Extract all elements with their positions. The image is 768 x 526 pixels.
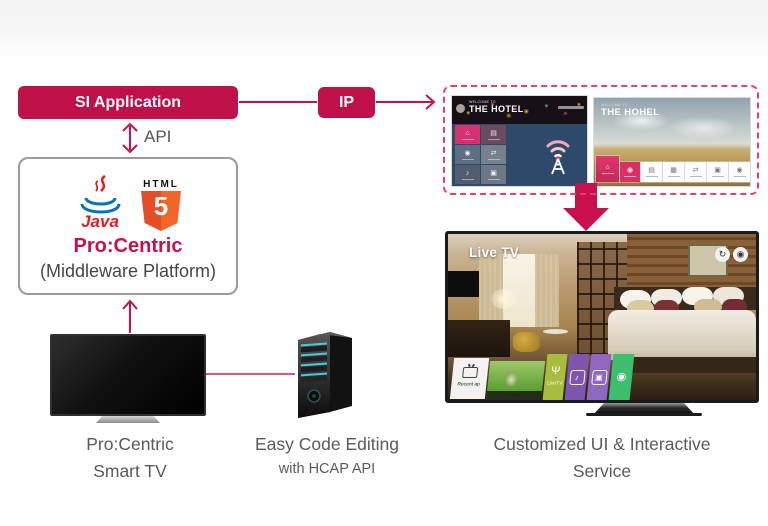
bed-base [614,356,756,374]
middleware-title: Pro:Centric [73,235,183,257]
input-list-icon: ⇄ [692,167,699,174]
arrowhead-up-icon [122,122,138,132]
caption-customized: Customized UI & Interactive Service [452,431,752,485]
wall-tv [448,270,479,298]
photo-video-icon: ▣ [490,169,497,177]
tv-set-icon [462,367,479,378]
arrowhead-down-icon [122,144,138,154]
hdmi-preview-tile: HDMI 1 [485,361,546,400]
menu-tile: ◉ [455,145,480,164]
logo-row: Java HTML 5 [20,169,236,231]
hotel-ui-screen-art: WELCOME TO THE HOHEL ⌂ ◉ ▤ ▦ ⇄ ▣ ◉ [594,98,750,186]
header-info-text [558,106,584,109]
media-icon: ◉ [616,371,627,383]
home-icon: ⌂ [465,129,470,137]
hotel-ui-screen-grid: WELCOME TO THE HOTEL ⌂ ▤ ◉ ⇄ ♪ ▣ [452,96,587,186]
desk [448,320,510,357]
settings-button-icon: ◉ [733,247,748,262]
music-icon: ♪ [574,372,580,382]
java-logo-icon: Java [80,174,121,231]
side-table [543,328,569,334]
caption-line: Pro:Centric [86,434,174,454]
arrowhead-right-icon [425,94,436,110]
arrowhead-up2-icon [122,299,138,310]
menu-tile: ▣ [707,162,728,182]
caption-line: Smart TV [93,461,167,481]
input-icon: ⇄ [490,149,497,157]
hotel-title: THE HOHEL [601,107,660,118]
welcome-text: WELCOME TO [469,100,496,105]
live-tv-badge: Live TV [469,245,520,260]
customized-ui-tv: Live TV ↻ ◉ Recent ap HDMI 1 Ψ LiveTV ♪ … [445,231,759,403]
photo-icon: ▣ [594,372,604,382]
html5-logo-icon: HTML 5 [139,179,183,231]
menu-tile-grid: ⌂ ▤ ◉ ⇄ ♪ ▣ [455,125,506,184]
menu-tile: ▤ [641,162,662,182]
procentric-smart-tv-stand [96,416,160,423]
caption-line: Customized UI & Interactive [493,434,711,454]
menu-tile: ▣ [481,165,506,184]
antenna-icon: Ψ [550,365,561,377]
html5-shield: 5 [141,191,181,231]
menu-tile: ⇄ [685,162,706,182]
music-icon: ♪ [465,169,470,177]
active-menu-tile: ⌂ [596,156,619,182]
tv-guide-icon: ▦ [670,167,677,174]
drive-bays [301,342,327,383]
channel-list-icon: ▤ [648,167,655,174]
bed-duvet [608,310,756,361]
web-browser-icon: ◉ [736,167,743,174]
menu-tile: ♪ [455,165,480,184]
menu-tile: ◉ [729,162,750,182]
si-application-node: SI Application [18,86,238,119]
hdmi-label: HDMI 1 [505,392,523,398]
tv-screen: Live TV ↻ ◉ Recent ap HDMI 1 Ψ LiveTV ♪ … [448,234,756,400]
hotel-title: THE HOTEL [469,104,524,114]
html5-number: 5 [153,191,169,221]
guide-icon: ▤ [490,129,497,137]
menu-tile: ▤ [481,125,506,144]
caption-easy-code: Easy Code Editing with HCAP API [232,431,422,480]
server-tower-icon [298,332,352,418]
dial-icon: ◉ [626,167,634,174]
bigtv-stand [594,403,694,414]
photo-video-icon: ▣ [714,167,721,174]
caption-line: Easy Code Editing [255,434,399,454]
welcome-text: WELCOME TO [601,103,628,108]
ip-node: IP [318,87,375,118]
middleware-subtitle: (Middleware Platform) [39,261,217,281]
caption-smart-tv: Pro:Centric Smart TV [30,431,230,485]
hotel-logo-icon [456,104,465,113]
recent-label: Recent ap [457,381,481,387]
recent-apps-tile: Recent ap [449,358,490,399]
hotel-ui-header: WELCOME TO THE HOTEL [452,96,587,124]
menu-tile: ▦ [663,162,684,182]
livetv-label: LiveTV [546,380,563,386]
block-down-arrow-icon [563,183,609,231]
procentric-smart-tv [50,334,206,416]
middleware-box: Java HTML 5 Pro:Centric (Middleware Plat… [18,157,238,295]
menu-tile: ◉ [620,162,640,182]
ottoman [512,331,541,352]
lamp-glow [491,288,516,309]
tv-guide-icon: ◉ [464,149,471,157]
broadcast-antenna-icon [546,140,570,175]
room-window [478,253,559,327]
menu-tile: ⌂ [455,125,480,144]
bigtv-stand-base [586,413,702,416]
caption-line: Service [572,461,632,481]
caption-line: with HCAP API [278,461,376,477]
api-label: API [144,127,172,146]
bottom-menu-bar: ⌂ ◉ ▤ ▦ ⇄ ▣ ◉ [596,156,750,182]
customized-ui-group [443,85,759,195]
java-wordmark: Java [81,212,119,231]
menu-tile: ⇄ [481,145,506,164]
html5-wordmark: HTML [143,179,179,190]
room-icon: ⌂ [605,164,610,171]
rotate-button-icon: ↻ [715,247,730,262]
